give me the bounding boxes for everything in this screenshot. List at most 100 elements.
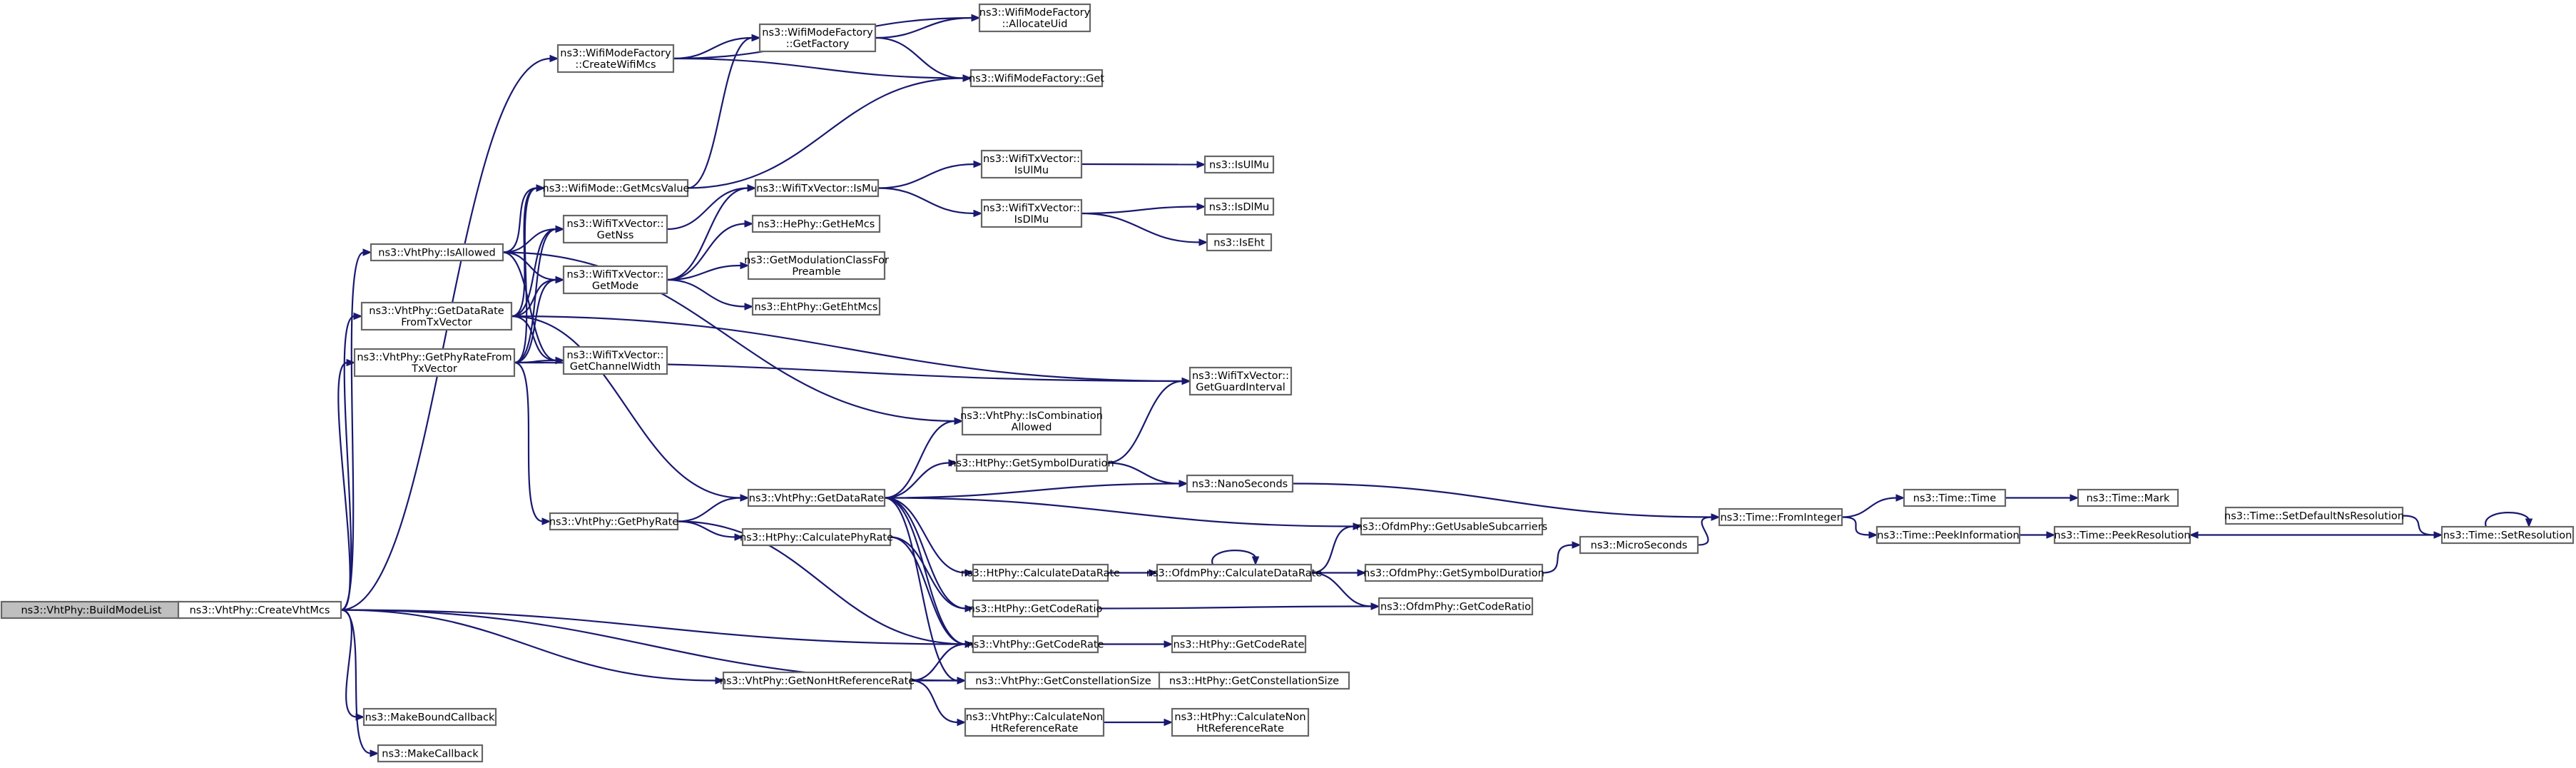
node-is-dl-mu-tx[interactable]: ns3::WifiTxVector::IsDlMu [980, 198, 1083, 228]
node-label: IsUlMu [1014, 165, 1049, 176]
node-box [1156, 563, 1313, 582]
node-get-channel-width[interactable]: ns3::WifiTxVector::GetChannelWidth [562, 345, 668, 375]
node-box [1203, 197, 1275, 216]
node-label: IsDlMu [1014, 214, 1049, 226]
node-allocate-uid[interactable]: ns3::WifiModeFactory::AllocateUid [978, 3, 1091, 33]
node-label: TxVector [411, 363, 457, 375]
edge-create-vht-mcs-to-vht-get-non-ht-reference-rate [340, 609, 725, 684]
node-label: ns3::WifiTxVector:: [566, 350, 663, 361]
edge-line [1106, 380, 1183, 464]
node-build-mode-list[interactable]: ns3::VhtPhy::BuildModeList [0, 600, 183, 620]
node-vht-get-code-rate[interactable]: ns3::VhtPhy::GetCodeRate [967, 635, 1104, 654]
node-time-peek-resolution[interactable]: ns3::Time::PeekResolution [2053, 525, 2191, 545]
node-get-usable-subcarriers[interactable]: ns3::OfdmPhy::GetUsableSubcarriers [1356, 517, 1547, 536]
node-time-time[interactable]: ns3::Time::Time [1903, 488, 2007, 507]
node-ht-get-constellation-size[interactable]: ns3::HtPhy::GetConstellationSize [1158, 671, 1350, 690]
arrowhead [370, 749, 380, 757]
node-time-peek-information[interactable]: ns3::Time::PeekInformation [1875, 525, 2021, 545]
edge-ofdm-get-symbol-duration-to-micro-seconds [1542, 541, 1582, 574]
edge-line [890, 536, 967, 645]
arrowhead [948, 459, 958, 467]
arrowhead [2189, 531, 2199, 539]
edge-line [673, 36, 753, 60]
node-vht-get-non-ht-reference-rate[interactable]: ns3::VhtPhy::GetNonHtReferenceRate [720, 671, 915, 690]
edge-line [1081, 212, 1201, 243]
node-ht-calculate-phy-rate[interactable]: ns3::HtPhy::CalculatePhyRate [740, 527, 893, 547]
edge-get-data-rate-from-tx-to-get-channel-width [511, 315, 565, 365]
arrowhead [355, 713, 365, 721]
node-is-ul-mu-tx[interactable]: ns3::WifiTxVector::IsUlMu [980, 149, 1083, 179]
node-label: ns3::WifiModeFactory [762, 27, 873, 39]
node-box [377, 744, 484, 763]
edge-line [884, 497, 967, 574]
edge-line [1292, 482, 1713, 518]
edge-vht-get-non-ht-reference-rate-to-vht-get-constellation-size [911, 677, 967, 684]
node-factory-get[interactable]: ns3::WifiModeFactory::Get [969, 69, 1104, 88]
edge-create-wifi-mcs-to-get-factory [673, 34, 761, 60]
node-is-dl-mu[interactable]: ns3::IsDlMu [1203, 197, 1275, 216]
edge-line [890, 536, 967, 610]
edge-line [910, 643, 967, 682]
node-ofdm-calculate-data-rate[interactable]: ns3::OfdmPhy::CalculateDataRate [1146, 563, 1322, 582]
edge-line [1841, 516, 1870, 536]
node-box [1206, 233, 1273, 252]
edge-line [666, 223, 746, 281]
node-ofdm-get-symbol-duration[interactable]: ns3::OfdmPhy::GetSymbolDuration [1363, 563, 1544, 582]
node-box [978, 3, 1091, 33]
edge-get-mode-to-is-mu [666, 184, 757, 281]
node-get-mode[interactable]: ns3::WifiTxVector::GetMode [562, 265, 668, 295]
arrowhead [1370, 602, 1380, 610]
node-get-factory[interactable]: ns3::WifiModeFactory::GetFactory [758, 23, 877, 53]
edge-line [1081, 163, 1198, 166]
edge-line [2402, 515, 2435, 536]
node-is-allowed[interactable]: ns3::VhtPhy::IsAllowed [370, 243, 504, 262]
node-ht-get-symbol-duration[interactable]: ns3::HtPhy::GetSymbolDuration [950, 453, 1114, 473]
edge-create-vht-mcs-to-create-wifi-mcs [340, 54, 559, 611]
node-vht-get-phy-rate[interactable]: ns3::VhtPhy::GetPhyRate [549, 512, 678, 531]
node-label: ns3::HtPhy::CalculatePhyRate [740, 532, 893, 544]
edge-line [666, 278, 746, 308]
node-time-set-resolution[interactable]: ns3::Time::SetResolution [2440, 525, 2575, 545]
node-eht-get-eht-mcs[interactable]: ns3::EhtPhy::GetEhtMcs [751, 297, 881, 316]
node-ht-get-code-rate[interactable]: ns3::HtPhy::GetCodeRate [1171, 635, 1307, 654]
node-box [969, 69, 1104, 88]
node-box [980, 198, 1083, 228]
node-vht-get-constellation-size[interactable]: ns3::VhtPhy::GetConstellationSize [964, 671, 1163, 690]
edge-get-mode-to-he-get-he-mcs [666, 220, 754, 281]
node-box [370, 243, 504, 262]
node-vht-get-data-rate[interactable]: ns3::VhtPhy::GetDataRate [747, 488, 886, 507]
node-time-mark[interactable]: ns3::Time::Mark [2077, 488, 2179, 507]
node-ht-get-code-ratio[interactable]: ns3::HtPhy::GetCodeRatio [969, 599, 1103, 618]
node-time-set-default-ns-resolution[interactable]: ns3::Time::SetDefaultNsResolution [2224, 506, 2404, 525]
node-get-guard-interval[interactable]: ns3::WifiTxVector::GetGuardInterval [1188, 366, 1293, 396]
node-he-get-he-mcs[interactable]: ns3::HePhy::GetHeMcs [751, 214, 881, 233]
node-time-from-integer[interactable]: ns3::Time::FromInteger [1718, 507, 1843, 527]
node-is-mu[interactable]: ns3::WifiTxVector::IsMu [754, 178, 880, 198]
edge-line [1097, 605, 1373, 610]
node-micro-seconds[interactable]: ns3::MicroSeconds [1579, 535, 1699, 555]
node-ht-calculate-data-rate[interactable]: ns3::HtPhy::CalculateDataRate [961, 563, 1120, 582]
node-create-wifi-mcs[interactable]: ns3::WifiModeFactory::CreateWifiMcs [556, 44, 675, 74]
node-is-ul-mu[interactable]: ns3::IsUlMu [1203, 155, 1275, 174]
node-nano-seconds[interactable]: ns3::NanoSeconds [1186, 474, 1294, 493]
node-make-bound-callback[interactable]: ns3::MakeBoundCallback [362, 707, 497, 727]
edge-vht-get-phy-rate-to-vht-get-data-rate [677, 494, 750, 522]
node-get-nss[interactable]: ns3::WifiTxVector::GetNss [562, 214, 668, 244]
node-get-mcs-value[interactable]: ns3::WifiMode::GetMcsValue [543, 178, 690, 198]
edge-line [514, 361, 544, 522]
node-ofdm-get-code-ratio[interactable]: ns3::OfdmPhy::GetCodeRatio [1378, 597, 1534, 616]
node-make-callback[interactable]: ns3::MakeCallback [377, 744, 484, 763]
node-is-eht[interactable]: ns3::IsEht [1206, 233, 1273, 252]
arrowhead [555, 225, 565, 233]
node-create-vht-mcs[interactable]: ns3::VhtPhy::CreateVhtMcs [177, 600, 342, 620]
arrowhead [971, 14, 981, 22]
edge-line [340, 251, 365, 611]
edge-ht-get-symbol-duration-to-get-guard-interval [1106, 377, 1191, 464]
edge-create-vht-mcs-to-get-phy-rate-from-tx [337, 358, 356, 611]
